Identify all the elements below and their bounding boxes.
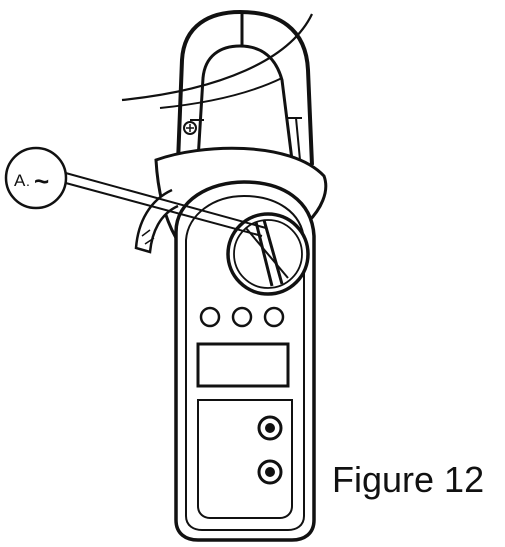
svg-text:.: . [26,173,30,189]
jaw-release-trigger [134,188,179,254]
callout-pointer [61,171,267,229]
lcd-display [196,342,290,388]
input-jack-icon [257,415,283,441]
function-button-2 [231,306,253,328]
function-button-1 [199,306,221,328]
callout-label: A [14,171,26,190]
callout-circle [4,146,68,210]
rotary-dial-icon [226,212,310,296]
clamp-jaw-outer [176,9,314,166]
conductor-wire [121,13,313,102]
input-jack-icon [257,459,283,485]
ac-wave-symbol: ~ [34,166,49,196]
figure-caption: Figure 12 [332,459,485,500]
lower-panel [197,399,293,519]
function-button-3 [263,306,285,328]
clamp-jaw-inner [196,44,294,161]
